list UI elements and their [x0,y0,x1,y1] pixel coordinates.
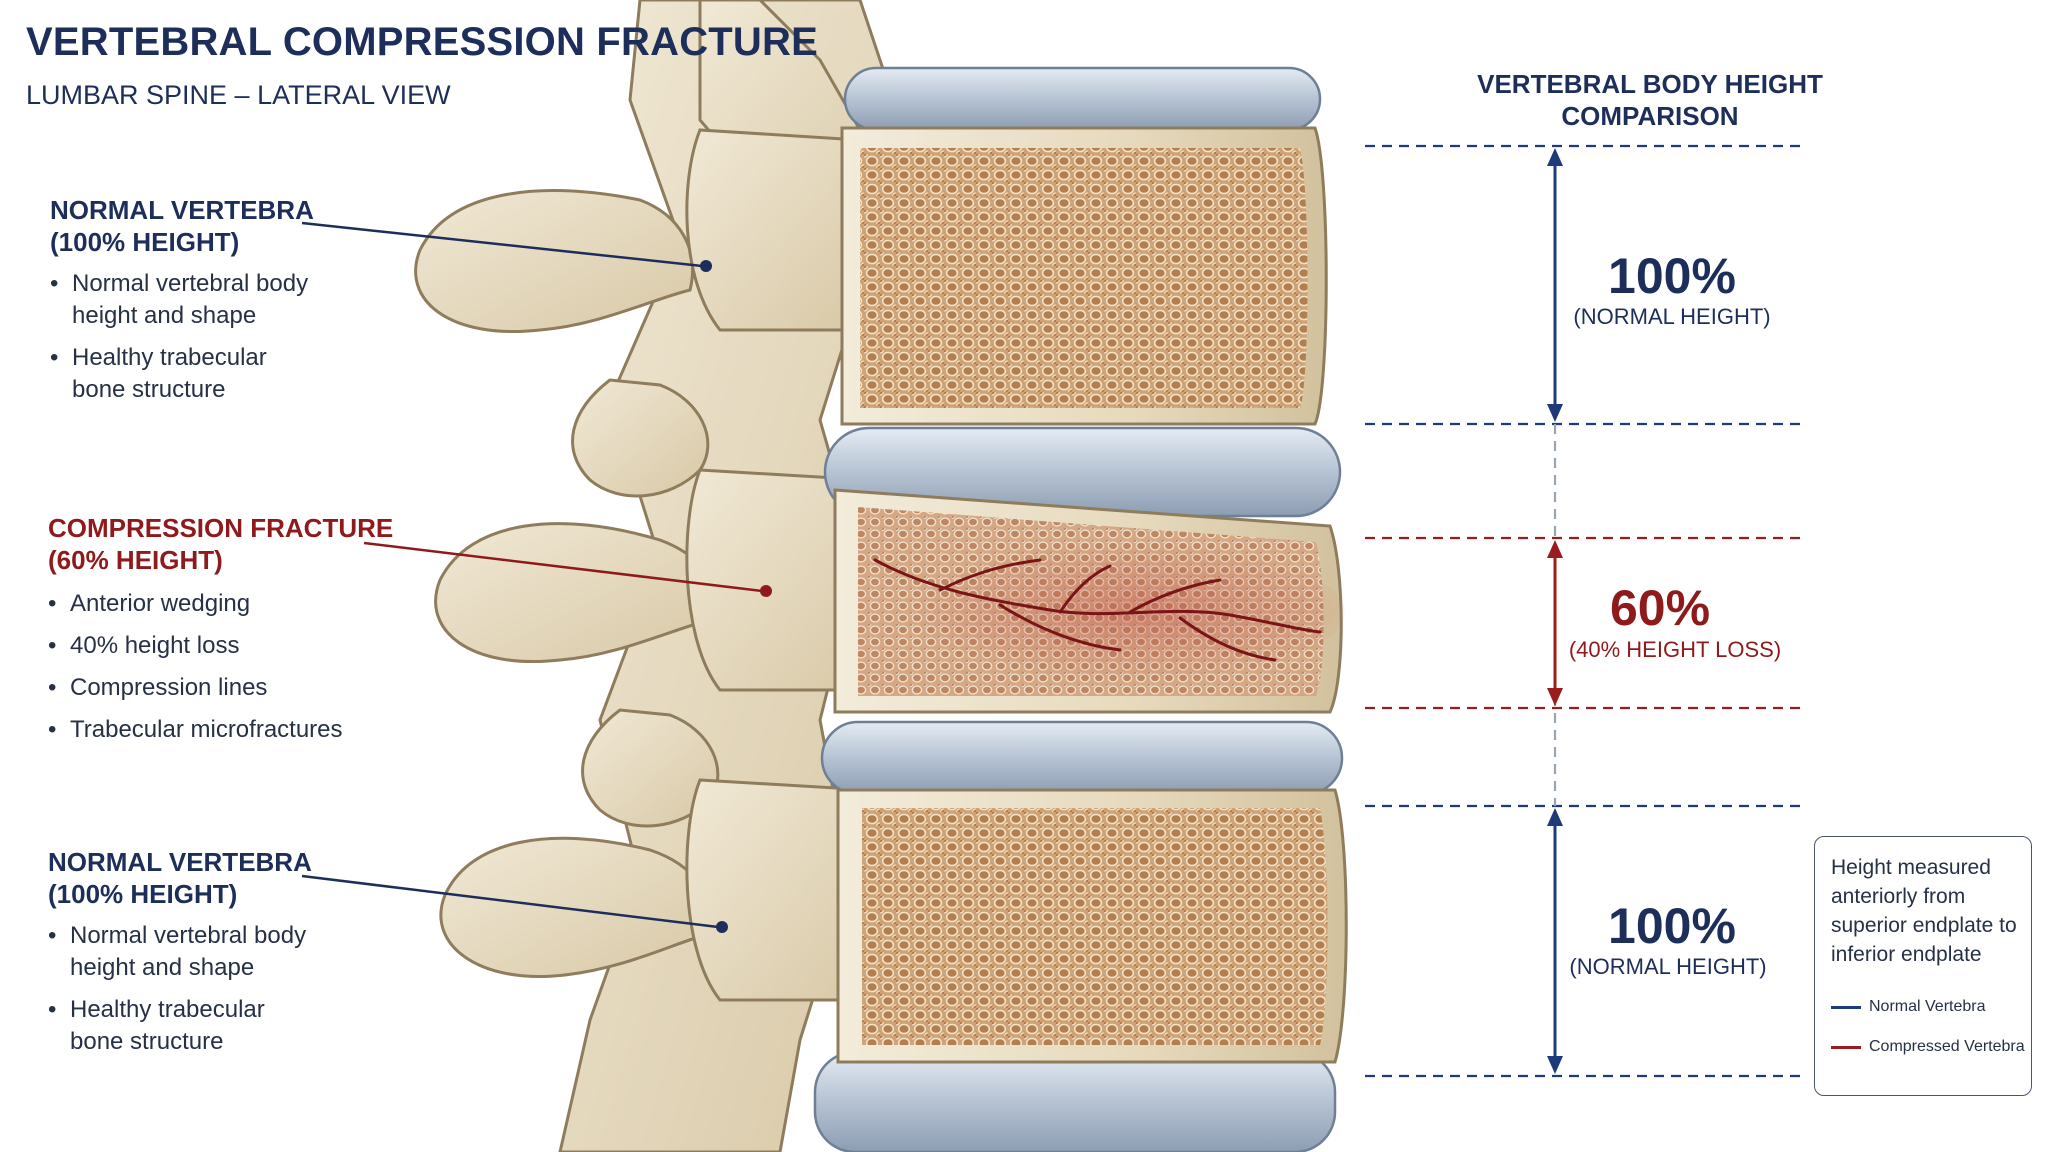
comparison-title: VERTEBRAL BODY HEIGHT COMPARISON [1477,69,1823,131]
diagram-subtitle: LUMBAR SPINE – LATERAL VIEW [26,80,451,110]
vertebra-middle-fractured [833,488,1345,714]
comparison-middle-caption: (40% HEIGHT LOSS) [1568,637,1782,662]
disc-3 [820,720,1344,796]
leader-line-bottom [301,874,719,929]
pedicle-middle [685,468,872,692]
comparison-middle-value: 60% [1609,580,1711,636]
facet-joint-1 [571,378,710,498]
arrow-middle-head-down [1547,688,1563,706]
comparison-bottom-value: 100% [1608,898,1736,954]
label-block-middle: COMPRESSION FRACTURE (60% HEIGHT) Anteri… [48,512,393,756]
label-top-title-line2: (100% HEIGHT) [50,227,240,257]
disc-4 [813,1050,1337,1152]
vertebra-top [840,126,1328,426]
arrow-top-head-up [1547,148,1563,166]
leader-line-top [301,221,703,268]
legend-normal: Normal Vertebra [1831,997,1986,1017]
label-middle-title-line2: (60% HEIGHT) [48,545,223,575]
pedicle-bottom [685,778,872,1002]
legend-compressed-label: Compressed Vertebra [1869,1038,2025,1055]
leader-dot-bottom [716,921,728,933]
legend-compressed: Compressed Vertebra [1831,1037,2025,1057]
comparison-top-caption: (NORMAL HEIGHT) [1573,304,1771,329]
legend-normal-swatch [1831,1005,1861,1009]
bullet-item: Anterior wedging [48,588,393,620]
vertebra-bottom-trabecular [862,808,1328,1045]
arrow-bottom-head-up [1547,808,1563,826]
legend-compressed-swatch [1831,1045,1861,1049]
label-block-bottom: NORMAL VERTEBRA (100% HEIGHT) Normal ver… [48,846,312,1068]
leader-dot-middle [760,585,772,597]
label-middle-bullets: Anterior wedging 40% height loss Compres… [48,588,393,746]
facet-joint-2 [581,708,720,828]
bullet-item: Trabecular microfractures [48,714,393,746]
diagram-title: VERTEBRAL COMPRESSION FRACTURE [26,20,818,64]
leader-lines [301,221,772,933]
comparison-bottom-caption: (NORMAL HEIGHT) [1569,954,1767,979]
measurement-note-text: Height measured anteriorly from superior… [1831,856,2017,966]
label-block-top: NORMAL VERTEBRA (100% HEIGHT) Normal ver… [50,194,314,416]
compression-lines [873,558,1322,662]
bullet-item: 40% height loss [48,630,393,662]
vertebra-bottom [836,788,1348,1064]
legend-normal-label: Normal Vertebra [1869,998,1986,1015]
intervertebral-discs [813,66,1344,1152]
bullet-item: Compression lines [48,672,393,704]
posterior-elements [414,0,903,1152]
leader-dot-top [700,260,712,272]
arrow-bottom-head-down [1547,1056,1563,1074]
label-top-title-line1: NORMAL VERTEBRA [50,195,314,225]
label-bottom-title-line2: (100% HEIGHT) [48,879,238,909]
measurement-note-box: Height measured anteriorly from superior… [1814,836,2032,1096]
vertebra-top-trabecular [860,148,1308,408]
leader-line-middle [363,541,763,593]
pedicle-top [685,128,862,332]
comparison-top-value: 100% [1608,248,1736,304]
arrow-middle-head-up [1547,540,1563,558]
label-bottom-title-line1: NORMAL VERTEBRA [48,847,312,877]
arrow-top-head-down [1547,404,1563,422]
disc-1 [843,66,1322,132]
label-middle-title-line1: COMPRESSION FRACTURE [48,513,394,543]
height-arrows [1547,148,1563,1074]
